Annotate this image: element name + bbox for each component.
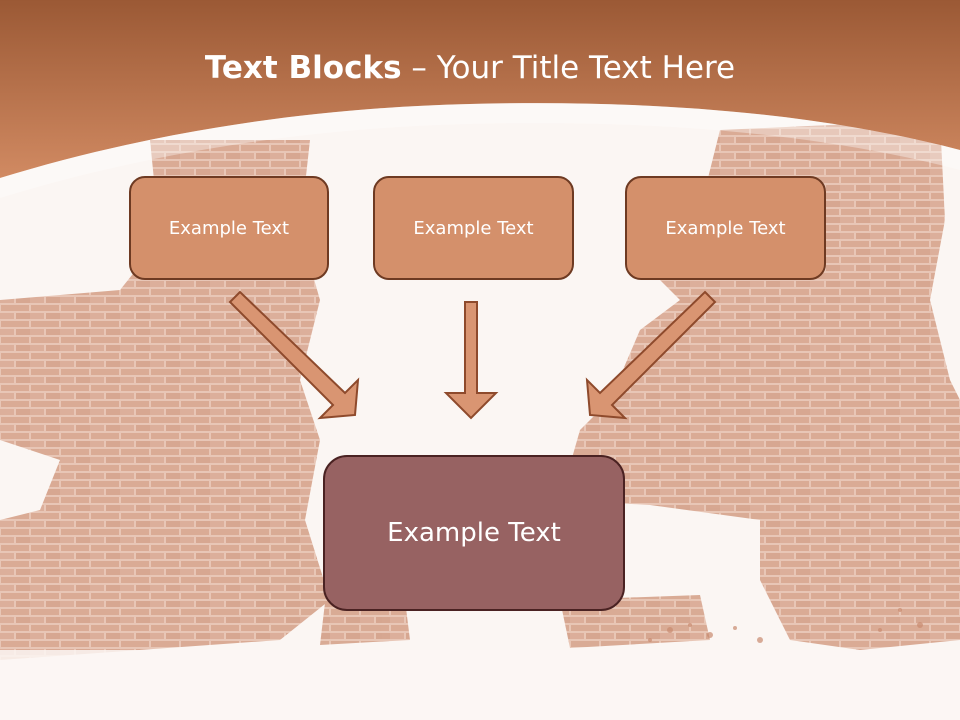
target-text-block-label: Example Text [387, 518, 561, 548]
text-block-1-label: Example Text [168, 217, 290, 239]
title-dash: – [401, 50, 437, 86]
text-block-2[interactable]: Example Text [373, 176, 574, 280]
rubble [648, 608, 923, 643]
title-rest: Your Title Text Here [436, 50, 736, 86]
text-block-2-label: Example Text [413, 217, 534, 239]
arrow-left-icon [228, 290, 360, 420]
title-bold-part: Text Blocks [204, 50, 402, 86]
target-text-block[interactable]: Example Text [323, 455, 625, 611]
text-block-1[interactable]: Example Text [129, 176, 329, 280]
text-block-3[interactable]: Example Text [625, 176, 826, 280]
arrow-right-icon [585, 290, 717, 420]
arrow-down-icon [443, 301, 499, 420]
header-band [0, 0, 960, 178]
slide-title: Text Blocks – Your Title Text Here [0, 50, 940, 87]
text-block-3-label: Example Text [665, 217, 786, 239]
